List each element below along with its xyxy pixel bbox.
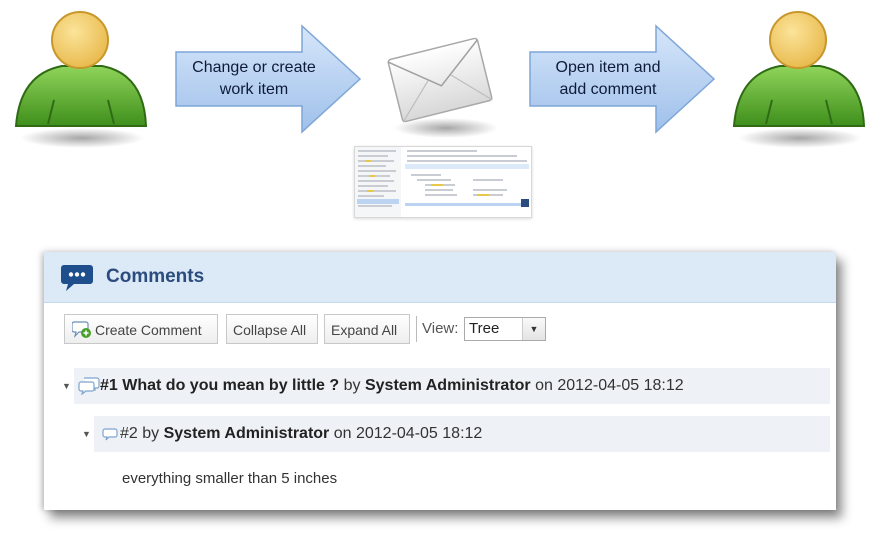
view-select-value: Tree (469, 320, 500, 337)
flow-arrow-2 (529, 24, 716, 134)
comment-by: by (142, 425, 160, 442)
comment-author: System Administrator (163, 425, 330, 442)
comment-subject: What do you mean by little ? (122, 377, 340, 394)
toolbar-divider (416, 316, 417, 342)
chevron-down-icon: ▼ (522, 318, 545, 340)
comments-panel: Comments Create Comment Collapse All Exp… (44, 252, 836, 510)
comment-date: on 2012-04-05 18:12 (535, 377, 684, 394)
comment-bubble-icon (102, 428, 118, 441)
create-comment-button[interactable]: Create Comment (64, 314, 218, 344)
comment-date: on 2012-04-05 18:12 (333, 425, 483, 442)
collapse-triangle-icon[interactable]: ▼ (62, 381, 71, 391)
flow-arrow-1 (175, 24, 362, 134)
comments-header: Comments (44, 252, 836, 303)
step2-label: Open item and add comment (530, 57, 686, 101)
comment-number: #2 (120, 425, 138, 442)
sender-user-icon (14, 11, 148, 148)
comment-number: #1 (100, 377, 118, 394)
envelope-icon (387, 37, 498, 138)
expand-all-label: Expand All (331, 322, 398, 338)
email-preview-thumbnail (354, 146, 532, 218)
comment-author: System Administrator (364, 377, 531, 394)
view-select[interactable]: Tree ▼ (464, 317, 546, 341)
collapse-all-button[interactable]: Collapse All (226, 314, 318, 344)
comment-reply-row: ▼ #2 by System Administrator on 2012-04-… (82, 416, 830, 452)
step1-label-line1: Change or create (192, 59, 316, 76)
comments-title: Comments (106, 266, 205, 287)
comment-body-text: everything smaller than 5 inches (122, 470, 338, 487)
step2-label-line1: Open item and (555, 59, 661, 76)
step1-label: Change or create work item (176, 57, 332, 101)
comment-thread-row: ▼ #1 What do you mean by little ? by Sys… (62, 368, 830, 404)
collapse-triangle-icon[interactable]: ▼ (82, 429, 91, 439)
view-label: View: (422, 320, 459, 337)
create-comment-label: Create Comment (95, 322, 202, 338)
collapse-all-label: Collapse All (233, 322, 307, 338)
step1-label-line2: work item (219, 81, 289, 98)
recipient-user-icon (732, 11, 866, 148)
expand-all-button[interactable]: Expand All (324, 314, 410, 344)
comment-bubble-icon (78, 377, 100, 395)
comments-icon (61, 265, 93, 291)
add-comment-icon (72, 321, 91, 338)
comment-by: by (343, 377, 361, 394)
step2-label-line2: add comment (559, 81, 657, 98)
